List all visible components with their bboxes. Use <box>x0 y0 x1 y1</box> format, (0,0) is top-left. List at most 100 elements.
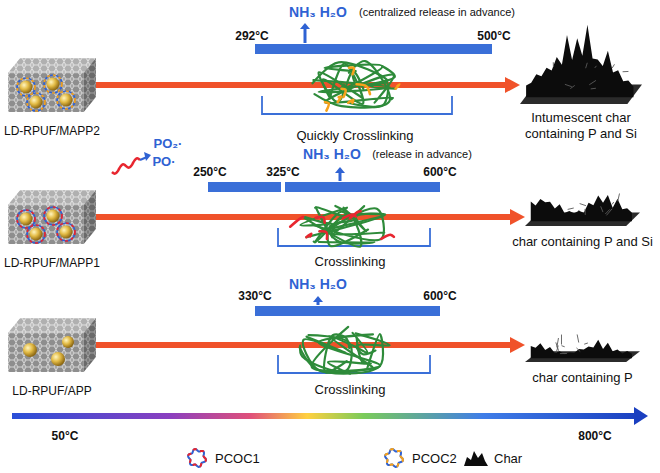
flame-retardant-particle <box>20 213 33 226</box>
flame-retardant-particle <box>20 81 33 94</box>
char-texture <box>565 84 572 86</box>
heating-arrowhead <box>510 209 525 225</box>
crosslink-network <box>300 327 390 374</box>
temperature-label: 292°C <box>235 29 269 43</box>
foam-sample <box>8 318 96 372</box>
axis-arrowhead <box>634 407 648 425</box>
process-label: Quickly Crosslinking <box>296 128 413 144</box>
temperature-label: 600°C <box>423 165 457 179</box>
polymer-chain <box>325 65 383 89</box>
legend-text: PCOC2 <box>412 451 457 466</box>
temperature-bar <box>285 182 440 192</box>
process-label: Crosslinking <box>315 382 386 398</box>
temperature-label: 600°C <box>423 289 457 303</box>
char-residue <box>520 6 642 104</box>
char-residue-node: char containing P <box>525 308 640 362</box>
foam-top-shade <box>8 58 96 73</box>
coating-ring <box>57 223 75 241</box>
char-texture <box>586 63 588 68</box>
radical-label: PO₂· <box>154 136 183 152</box>
char-texture <box>589 80 596 84</box>
heating-arrow-line <box>96 82 508 88</box>
char-texture <box>623 71 629 72</box>
release-arrowhead <box>313 296 323 302</box>
foam-sample <box>8 58 96 112</box>
crosslink-network <box>312 61 399 111</box>
crosslink <box>316 217 325 223</box>
flame-retardant-particle <box>30 96 43 109</box>
char-label: Intumescent char containing P and Si <box>513 110 649 143</box>
ring-symbol <box>385 449 403 467</box>
coating-ring <box>57 223 75 241</box>
crosslink <box>343 214 356 218</box>
char-texture <box>561 335 562 345</box>
foam-sample-node: LD-RPUF/APP <box>8 318 96 372</box>
temperature-label: 250°C <box>193 165 227 179</box>
char-label: char containing P and Si <box>512 234 653 250</box>
flame-retardant-particle <box>62 336 74 348</box>
flame-retardant-particle <box>47 210 60 223</box>
crosslink <box>381 235 394 239</box>
crosslink <box>320 231 327 239</box>
gas-label: NH₃ H₂O <box>303 146 361 163</box>
gas-label: NH₃ H₂O <box>289 4 347 21</box>
foam-sample-node: LD-RPUF/MAPP2 <box>8 58 96 112</box>
foam-sample <box>8 190 96 244</box>
note-label: (release in advance) <box>372 148 472 161</box>
crosslink-network <box>290 206 394 247</box>
flame-retardant-particle <box>30 228 43 241</box>
foam-top-shade <box>8 318 96 333</box>
char-texture <box>601 206 603 212</box>
release-arrowhead <box>335 167 345 173</box>
polymer-chain <box>320 208 386 232</box>
release-arrow <box>304 28 307 43</box>
char-texture <box>576 348 580 352</box>
sample-label: LD-RPUF/MAPP2 <box>4 124 100 139</box>
char-body <box>531 195 632 221</box>
foam-side <box>84 318 96 372</box>
legend-swatch <box>380 447 408 469</box>
char-texture <box>585 209 586 215</box>
foam-side-shade <box>84 58 96 112</box>
coating-ring <box>27 93 45 111</box>
radical-label: PO· <box>152 154 175 170</box>
legend-text: PCOC1 <box>215 451 260 466</box>
temperature-bar <box>208 182 281 192</box>
axis-label: 50°C <box>52 429 79 443</box>
char-texture <box>612 64 614 68</box>
foam-side-shade <box>84 318 96 372</box>
foam-top <box>8 318 96 333</box>
ring-symbol <box>385 449 403 467</box>
ring-symbol <box>188 449 206 467</box>
foam-front <box>8 205 84 244</box>
temperature-label: 500°C <box>477 29 511 43</box>
heating-arrowhead <box>505 77 520 93</box>
coating-ring <box>27 225 45 243</box>
crosslink <box>348 100 353 103</box>
coating-ring <box>57 91 75 109</box>
polymer-chain <box>312 327 381 371</box>
char-label: char containing P <box>532 370 632 386</box>
char-texture <box>584 343 588 344</box>
coating-ring <box>27 225 45 243</box>
char-texture <box>560 353 567 354</box>
char-texture <box>570 85 574 88</box>
polymer-chain <box>314 61 389 108</box>
crosslink <box>338 96 341 102</box>
crosslink <box>290 217 303 227</box>
crosslink <box>342 89 346 97</box>
sample-label: LD-RPUF/MAPP1 <box>4 256 100 271</box>
flame-retardant-particle <box>51 352 65 366</box>
coating-ring <box>57 91 75 109</box>
note-label: (centralized release in advance) <box>359 6 515 19</box>
foam-top <box>8 190 96 205</box>
temperature-label: 325°C <box>266 165 300 179</box>
release-arrow <box>339 172 342 181</box>
foam-side <box>84 190 96 244</box>
foam-side-shade <box>84 190 96 244</box>
gas-label: NH₃ H₂O <box>289 276 347 293</box>
char-texture <box>568 208 574 209</box>
legend-item: Char <box>462 447 522 469</box>
coating-ring <box>44 75 62 93</box>
